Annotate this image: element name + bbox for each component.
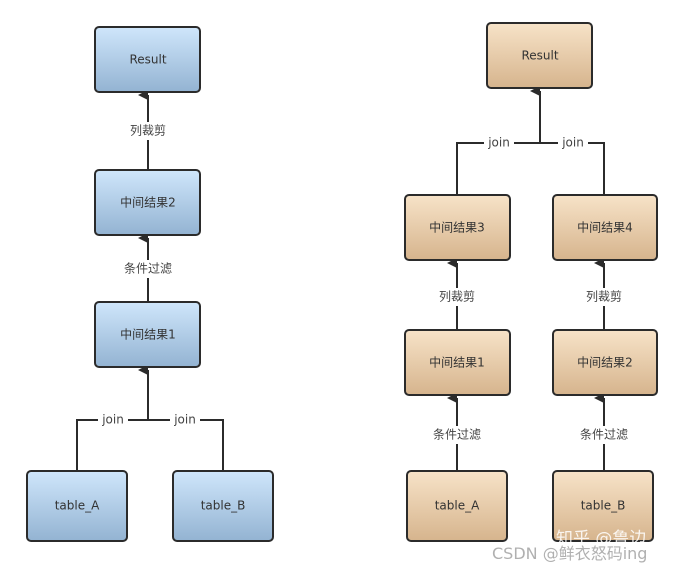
watermark-csdn: CSDN @鲜衣怒码ing <box>492 544 648 563</box>
svg-text:中间结果3: 中间结果3 <box>429 220 485 235</box>
node-table-a: table_A <box>26 470 128 542</box>
edge-join-mids <box>456 142 605 195</box>
edge-label-join: join <box>173 413 196 427</box>
svg-text:中间结果4: 中间结果4 <box>577 220 633 235</box>
svg-text:中间结果1: 中间结果1 <box>120 327 176 342</box>
node-result: Result <box>94 26 201 93</box>
svg-text:中间结果2: 中间结果2 <box>577 355 633 370</box>
node-mid1: 中间结果1 <box>404 329 511 396</box>
edge-label-prune: 列裁剪 <box>439 289 475 304</box>
watermark-zhihu: 知乎 @鲁边 <box>556 529 647 549</box>
svg-text:中间结果2: 中间结果2 <box>120 195 176 210</box>
node-table-b: table_B <box>172 470 274 542</box>
edge-label-prune: 列裁剪 <box>130 123 166 138</box>
edge-label-prune: 列裁剪 <box>586 289 622 304</box>
node-table-b: table_B <box>552 470 654 542</box>
edge-label-filter: 条件过滤 <box>580 428 628 442</box>
svg-text:table_B: table_B <box>581 499 626 513</box>
node-mid2: 中间结果2 <box>552 329 658 396</box>
node-mid1: 中间结果1 <box>94 301 201 368</box>
node-mid2: 中间结果2 <box>94 169 201 236</box>
svg-text:Result: Result <box>521 49 558 63</box>
svg-text:table_A: table_A <box>435 499 480 513</box>
edge-label-filter: 条件过滤 <box>433 428 481 442</box>
node-table-a: table_A <box>406 470 508 542</box>
edge-label-join: join <box>487 136 510 150</box>
edge-label-filter: 条件过滤 <box>124 262 172 276</box>
node-mid3: 中间结果3 <box>404 194 511 261</box>
node-result: Result <box>486 22 593 89</box>
edge-label-join: join <box>101 413 124 427</box>
svg-text:table_B: table_B <box>201 499 246 513</box>
svg-text:table_A: table_A <box>55 499 100 513</box>
svg-text:Result: Result <box>129 53 166 67</box>
edge-join-tables <box>76 419 224 471</box>
node-mid4: 中间结果4 <box>552 194 658 261</box>
svg-text:中间结果1: 中间结果1 <box>429 355 485 370</box>
edge-label-join: join <box>561 136 584 150</box>
